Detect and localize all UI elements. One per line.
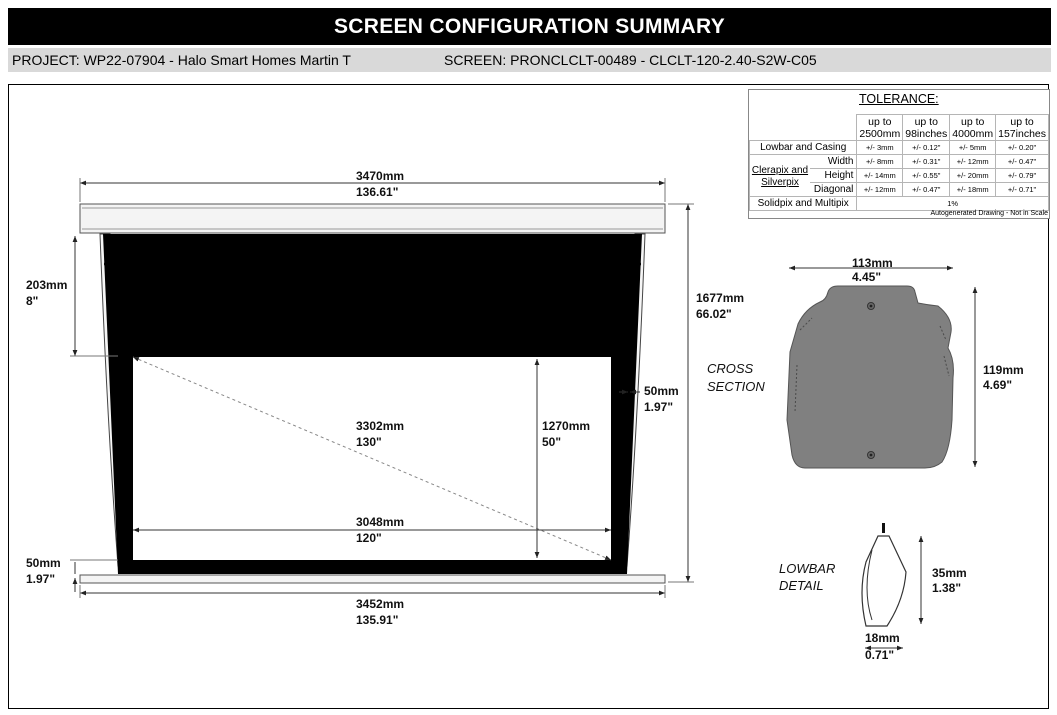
autogenerated-note: Autogenerated Drawing - Not in Scale (930, 210, 1048, 217)
dim-lowbar-width-mm: 3452mm (356, 597, 404, 611)
cross-section-label-2: SECTION (707, 379, 765, 394)
dim-lowbar-depth-in: 0.71" (865, 648, 894, 662)
case-housing (79, 203, 666, 234)
dim-top-drop-in: 8" (26, 294, 38, 308)
dim-image-height-mm: 1270mm (542, 419, 590, 433)
cross-section-profile (786, 285, 954, 469)
dim-border-mm: 50mm (644, 384, 679, 398)
lowbar-profile (861, 535, 907, 627)
dim-image-height-in: 50" (542, 435, 561, 449)
dim-overall-height-in: 66.02" (696, 307, 732, 321)
dim-diagonal-mm: 3302mm (356, 419, 404, 433)
dim-diagonal-in: 130" (356, 435, 382, 449)
dim-image-width-mm: 3048mm (356, 515, 404, 529)
tolerance-row: Solidpix and Multipix 1% (748, 196, 1049, 211)
lowbar-detail-view: LOWBAR DETAIL 35mm 1.38" 18mm 0.71" (779, 523, 967, 662)
dim-lowbar-width-in: 135.91" (356, 613, 398, 627)
clerapix-label: Clerapix and Silverpix (750, 165, 810, 189)
page-title: SCREEN CONFIGURATION SUMMARY (8, 8, 1051, 45)
dim-border-in: 1.97" (644, 400, 673, 414)
tolerance-row: Lowbar and Casing +/- 3mm +/- 0.12" +/- … (748, 140, 1049, 155)
screen-front-view (79, 203, 666, 584)
dim-overall-height-mm: 1677mm (696, 291, 744, 305)
dim-lowbar-depth-mm: 18mm (865, 631, 900, 645)
lowbar-detail-label-1: LOWBAR (779, 561, 835, 576)
dim-case-width-mm: 3470mm (356, 169, 404, 183)
cross-section-view: CROSS SECTION 113mm 4.45" 119mm 4.69" (707, 256, 1024, 469)
lowbar-detail-label-2: DETAIL (779, 578, 824, 593)
screen-surface (103, 234, 642, 574)
dim-cross-height-mm: 119mm (983, 363, 1024, 377)
dim-cross-height-in: 4.69" (983, 378, 1012, 392)
dim-bottom-border-mm: 50mm (26, 556, 61, 570)
drawing-frame (8, 84, 1049, 709)
dim-bottom-border-in: 1.97" (26, 572, 55, 586)
dim-case-width-in: 136.61" (356, 185, 398, 199)
dim-top-drop-mm: 203mm (26, 278, 67, 292)
project-label: PROJECT: WP22-07904 - Halo Smart Homes M… (12, 52, 351, 68)
project-info-bar: PROJECT: WP22-07904 - Halo Smart Homes M… (8, 48, 1051, 72)
dim-lowbar-height-mm: 35mm (932, 566, 967, 580)
dimension-labels: 3470mm 136.61" 1677mm 66.02" 203mm 8" 50… (26, 169, 744, 627)
dim-image-width-in: 120" (356, 531, 382, 545)
dimension-lines (70, 178, 694, 598)
dim-cross-width-in: 4.45" (852, 270, 881, 284)
dim-cross-width-mm: 113mm (852, 256, 893, 270)
tolerance-title: TOLERANCE: (859, 92, 939, 106)
dim-lowbar-height-in: 1.38" (932, 581, 961, 595)
lowbar (79, 574, 666, 584)
screen-label: SCREEN: PRONCLCLT-00489 - CLCLT-120-2.40… (444, 52, 817, 68)
cross-section-label-1: CROSS (707, 361, 754, 376)
